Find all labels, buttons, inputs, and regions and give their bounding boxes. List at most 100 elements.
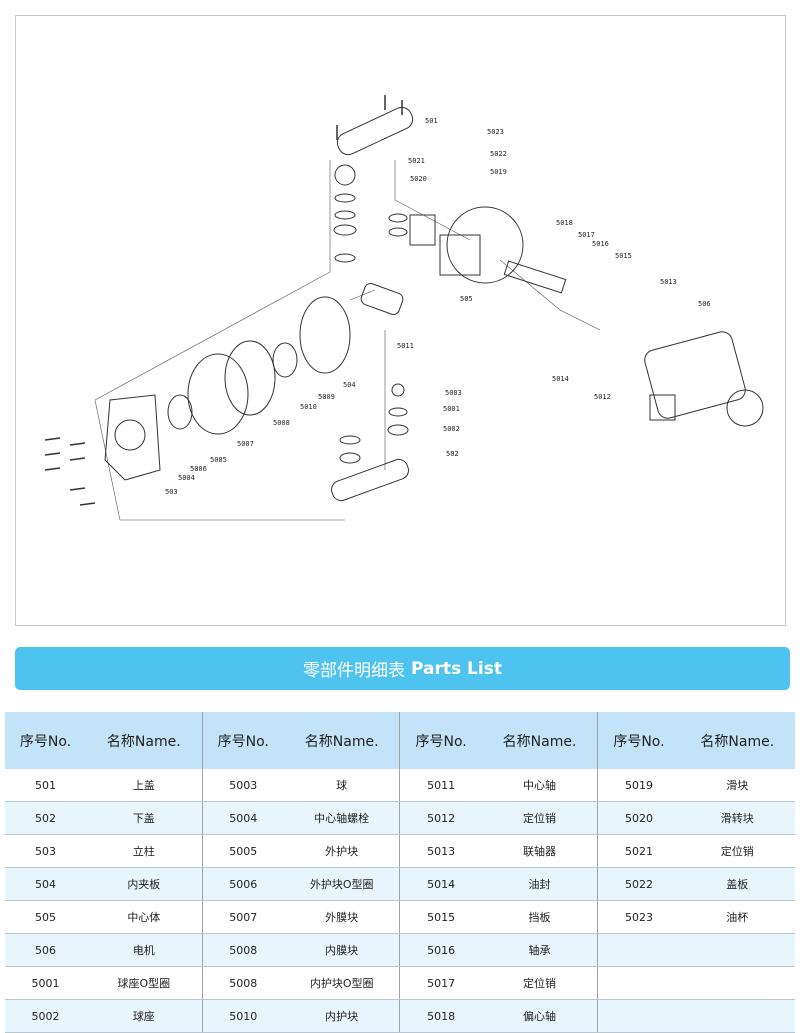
callout-label: 5015	[615, 252, 632, 260]
callout-label: 5004	[178, 474, 195, 482]
part-number: 5016	[399, 933, 482, 967]
column-header-name: 名称Name.	[86, 712, 203, 769]
part-number: 504	[5, 867, 87, 901]
callout-label: 5016	[592, 240, 609, 248]
part-name	[679, 933, 795, 967]
callout-label: 501	[425, 117, 438, 125]
part-number: 5018	[399, 999, 482, 1033]
callout-label: 5018	[556, 219, 573, 227]
parts-table: 序号No.名称Name.序号No.名称Name.序号No.名称Name.序号No…	[5, 712, 795, 1033]
part-number: 506	[5, 933, 87, 967]
center-body	[409, 206, 524, 284]
part-number: 5003	[201, 769, 284, 802]
part-name: 定位销	[679, 834, 795, 868]
part-number: 5020	[597, 801, 680, 835]
column-header-no: 序号No.	[5, 712, 87, 769]
callout-label: 505	[460, 295, 473, 303]
part-name: 外护块	[283, 834, 400, 868]
part-name: 球	[283, 769, 400, 802]
part-name	[679, 999, 795, 1033]
callout-label: 5020	[410, 175, 427, 183]
part-number: 5011	[399, 769, 482, 802]
callout-label: 5014	[552, 375, 569, 383]
part-number	[597, 933, 680, 967]
part-number: 5002	[5, 999, 87, 1033]
callout-label: 5017	[578, 231, 595, 239]
callout-label: 506	[698, 300, 711, 308]
callout-label: 5021	[408, 157, 425, 165]
part-name: 定位销	[481, 966, 598, 1000]
part-number: 502	[5, 801, 87, 835]
part-name: 滑块	[679, 769, 795, 802]
callout-label: 5008	[273, 419, 290, 427]
part-name: 轴承	[481, 933, 598, 967]
part-name	[679, 966, 795, 1000]
part-name: 内护块O型圈	[283, 966, 400, 1000]
part-name: 中心体	[86, 900, 203, 934]
bolts	[44, 95, 403, 506]
part-name: 中心轴螺栓	[283, 801, 400, 835]
part-number: 5021	[597, 834, 680, 868]
part-name: 内膜块	[283, 933, 400, 967]
shaft	[360, 260, 567, 315]
part-number: 5012	[399, 801, 482, 835]
callout-label: 504	[343, 381, 356, 389]
callout-label: 5001	[443, 405, 460, 413]
part-number: 5023	[597, 900, 680, 934]
part-name: 油封	[481, 867, 598, 901]
callout-label: 5012	[594, 393, 611, 401]
callout-label: 5005	[210, 456, 227, 464]
part-name: 上盖	[86, 769, 203, 802]
diagram-frame	[15, 15, 786, 626]
column-header-no: 序号No.	[597, 712, 680, 769]
callout-label: 5006	[190, 465, 207, 473]
callout-label: 5009	[318, 393, 335, 401]
part-number	[597, 999, 680, 1033]
diaphragms	[167, 296, 351, 435]
upper-manifold	[334, 106, 414, 186]
table-header: 序号No.名称Name.序号No.名称Name.序号No.名称Name.序号No…	[5, 712, 795, 769]
part-number: 501	[5, 769, 87, 802]
part-name: 联轴器	[481, 834, 598, 868]
callout-label: 5010	[300, 403, 317, 411]
exploded-view-drawing	[44, 95, 764, 521]
part-name: 偏心轴	[481, 999, 598, 1033]
motor	[644, 331, 764, 427]
part-number: 5015	[399, 900, 482, 934]
part-number: 505	[5, 900, 87, 934]
callout-label: 5019	[490, 168, 507, 176]
part-name: 球座O型圈	[86, 966, 203, 1000]
orings-upper	[333, 193, 408, 263]
part-number: 5008	[201, 933, 284, 967]
part-number: 5007	[201, 900, 284, 934]
column-header-name: 名称Name.	[679, 712, 795, 769]
callout-label: 5002	[443, 425, 460, 433]
column-header-name: 名称Name.	[481, 712, 598, 769]
part-name: 外膜块	[283, 900, 400, 934]
part-number: 5010	[201, 999, 284, 1033]
column-header-no: 序号No.	[399, 712, 482, 769]
part-name: 球座	[86, 999, 203, 1033]
callout-label: 5023	[487, 128, 504, 136]
part-number: 5013	[399, 834, 482, 868]
part-name: 定位销	[481, 801, 598, 835]
callout-label: 5003	[445, 389, 462, 397]
part-name: 外护块O型圈	[283, 867, 400, 901]
part-number: 5017	[399, 966, 482, 1000]
part-number: 5005	[201, 834, 284, 868]
part-number: 5001	[5, 966, 87, 1000]
banner-title-cn: 零部件明细表	[303, 661, 406, 681]
part-number: 5004	[201, 801, 284, 835]
part-name: 内夹板	[86, 867, 203, 901]
part-number: 5008	[201, 966, 284, 1000]
part-name: 滑转块	[679, 801, 795, 835]
lower-manifold	[331, 383, 409, 502]
pump-housing	[104, 394, 161, 481]
